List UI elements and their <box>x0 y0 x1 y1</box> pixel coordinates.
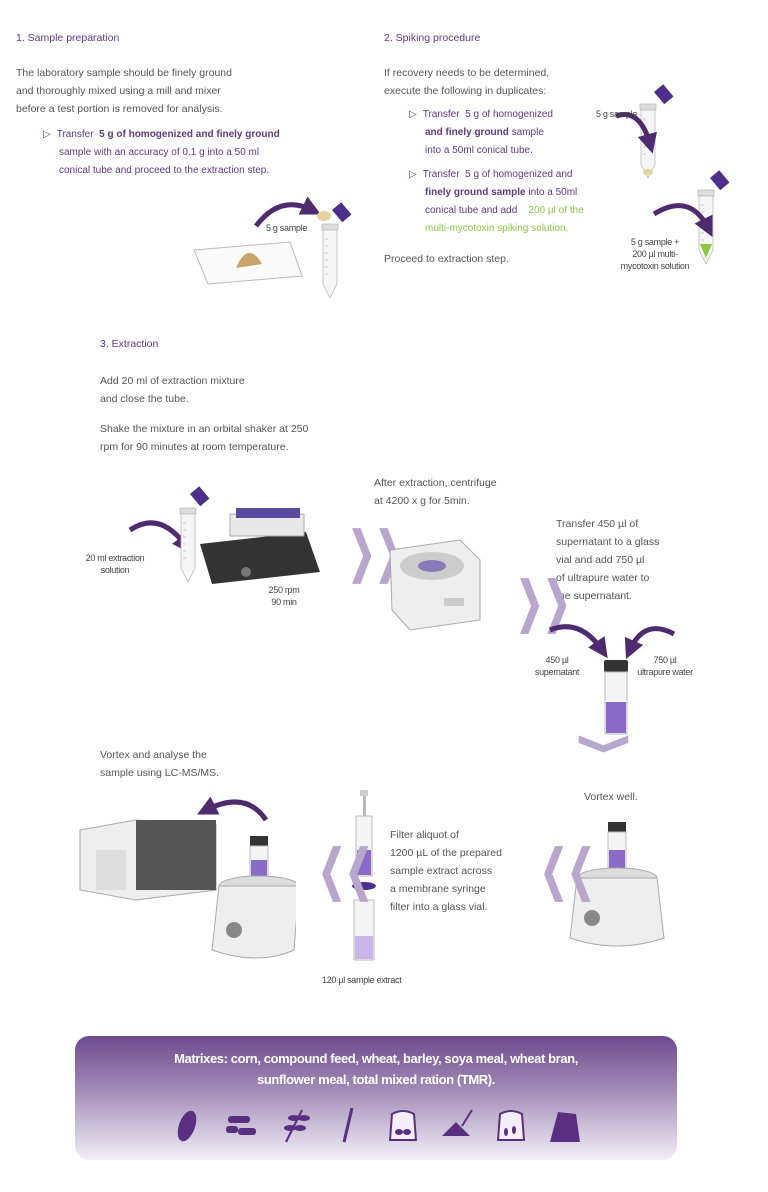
section1-title: 1. Sample preparation <box>16 32 120 44</box>
label-extraction-solution: 20 ml extraction <box>85 553 145 563</box>
centrifuge-text: at 4200 x g for 5min. <box>374 495 470 507</box>
extraction-text: rpm for 90 minutes at room temperature. <box>100 441 289 453</box>
filter-text: Filter aliquot of <box>390 829 459 841</box>
label-extraction-solution: solution <box>100 565 130 575</box>
section2-bullet2: ▷ Transfer 5 g of homogenized and finely … <box>409 166 584 238</box>
bullet-text: 5 g of homogenized <box>465 109 553 120</box>
orbital-shaker-illustration <box>128 486 320 584</box>
label-5g-sample: 5 g sample <box>596 109 638 119</box>
lc-ms-illustration <box>79 796 296 959</box>
tmr-hay-icon <box>548 1106 582 1144</box>
section2-bullet1: ▷ Transfer 5 g of homogenized and finely … <box>409 106 553 160</box>
section1-intro-line: and thoroughly mixed using a mill and mi… <box>16 85 221 97</box>
chevron-right-icon: ❯❯ <box>516 572 571 632</box>
glass-vial-illustration <box>549 624 676 735</box>
transfer-text: the supernatant. <box>556 590 632 602</box>
transfer-text: of ultrapure water to <box>556 572 650 584</box>
bullet-text: into a 50ml conical tube. <box>425 145 533 156</box>
bullet-text: Transfer <box>56 129 94 140</box>
label-rpm: 250 rpm <box>268 585 300 595</box>
corn-icon <box>170 1106 204 1144</box>
triangle-bullet-icon: ▷ <box>409 169 417 180</box>
label-spiked-sample: 200 µl multi- <box>632 249 678 259</box>
section1-bullet: ▷ Transfer 5 g of homogenized and finely … <box>43 126 280 180</box>
filter-text: sample extract across <box>390 865 493 877</box>
section2-intro-line: execute the following in duplicates: <box>384 85 547 97</box>
centrifuge-illustration <box>389 539 481 631</box>
section1-intro-line: The laboratory sample should be finely g… <box>16 67 232 79</box>
bullet-text: Transfer <box>422 109 460 120</box>
extraction-text: and close the tube. <box>100 393 189 405</box>
filter-text: 1200 µL of the prepared <box>390 847 502 859</box>
label-spiked-sample: mycotoxin solution <box>620 261 690 271</box>
transfer-text: Transfer 450 µl of <box>556 518 639 530</box>
spiking-illustration <box>615 84 730 265</box>
green-text: multi-mycotoxin spiking solution. <box>425 223 569 234</box>
vortex-well-text: Vortex well. <box>584 791 638 803</box>
label-sample-extract: 120 µl sample extract <box>322 975 402 985</box>
proceed-text: Proceed to extraction step. <box>384 253 509 265</box>
analyse-text: Vortex and analyse the <box>100 749 207 761</box>
barley-icon <box>332 1106 366 1144</box>
filter-text: filter into a glass vial. <box>390 901 488 913</box>
label-5g-sample: 5 g sample <box>266 223 308 233</box>
chevron-left-icon: ❮❮ <box>540 840 595 900</box>
chevron-left-icon: ❮❮ <box>318 840 373 900</box>
chevron-down-icon: ❯ <box>580 731 634 757</box>
bullet-text: conical tube and proceed to the extracti… <box>59 165 270 176</box>
bullet-text: sample <box>508 127 544 138</box>
vortex-mixer-illustration <box>569 822 665 947</box>
triangle-bullet-icon: ▷ <box>43 129 51 140</box>
extraction-text: Add 20 ml of extraction mixture <box>100 375 245 387</box>
label-ultrapure-water: ultrapure water <box>637 667 693 677</box>
wheat-bran-icon <box>440 1106 474 1144</box>
centrifuge-text: After extraction, centrifuge <box>374 477 497 489</box>
bullet-text: Transfer <box>422 169 460 180</box>
banner-text: sunflower meal, total mixed ration (TMR)… <box>257 1072 495 1087</box>
wheat-icon <box>278 1106 312 1144</box>
section3-title: 3. Extraction <box>100 338 159 350</box>
label-time: 90 min <box>271 597 297 607</box>
sunflower-meal-sack-icon <box>494 1106 528 1144</box>
transfer-text: vial and add 750 µl <box>556 554 645 566</box>
label-supernatant: 450 µl <box>545 655 569 665</box>
compound-feed-pellets-icon <box>224 1106 258 1144</box>
section2-intro-line: If recovery needs to be determined, <box>384 67 550 79</box>
triangle-bullet-icon: ▷ <box>409 109 417 120</box>
label-supernatant: supernatant <box>534 667 580 677</box>
bullet-text: into a 50ml <box>525 187 578 198</box>
sample-prep-illustration <box>193 196 352 299</box>
bullet-text: sample with an accuracy of 0.1 g into a … <box>59 147 260 158</box>
bullet-text: conical tube and add <box>425 205 518 216</box>
matrixes-banner: Matrixes: corn, compound feed, wheat, ba… <box>75 1036 677 1160</box>
label-spiked-sample: 5 g sample + <box>630 237 680 247</box>
analyse-text: sample using LC-MS/MS. <box>100 767 220 779</box>
banner-text: Matrixes: corn, compound feed, wheat, ba… <box>174 1051 578 1066</box>
section1-intro-line: before a test portion is removed for ana… <box>16 103 223 115</box>
extraction-text: Shake the mixture in an orbital shaker a… <box>100 423 309 435</box>
bullet-text: 5 g of homogenized and <box>465 169 573 180</box>
soya-meal-sack-icon <box>386 1106 420 1144</box>
bullet-bold: and finely ground <box>425 127 509 138</box>
bullet-bold: finely ground sample <box>425 187 526 198</box>
filter-text: a membrane syringe <box>390 883 486 895</box>
bullet-bold: 5 g of homogenized and finely ground <box>99 129 280 140</box>
label-ultrapure-water: 750 µl <box>653 655 677 665</box>
section2-title: 2. Spiking procedure <box>384 32 481 44</box>
syringe-filter-illustration <box>352 790 376 961</box>
green-text: 200 µl of the <box>528 205 584 216</box>
transfer-text: supernatant to a glass <box>556 536 660 548</box>
